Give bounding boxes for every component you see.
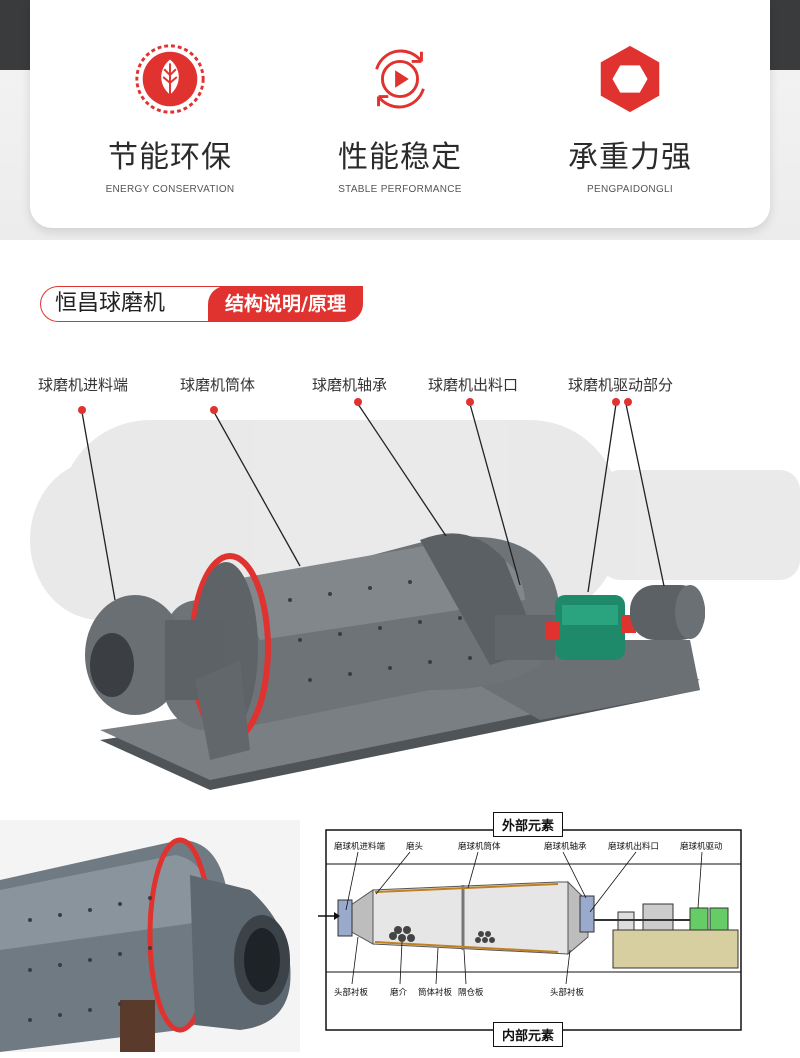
- feature-card: 节能环保 ENERGY CONSERVATION 性能稳定 STABLE PER…: [30, 0, 770, 228]
- schematic-diagram: 外部元素 内部元素 磨球机进料端 磨头 磨球机筒体 磨球机轴承 磨球机出料口 磨…: [318, 812, 788, 1052]
- inner-elements-title: 内部元素: [493, 1022, 564, 1047]
- callout-lines: [81, 403, 665, 601]
- schematic-label-outlet: 磨球机出料口: [608, 842, 660, 852]
- feature-subtitle: ENERGY CONSERVATION: [105, 184, 235, 195]
- feature-title: 承重力强: [568, 140, 692, 175]
- schematic-label-partition: 隔仓板: [458, 988, 484, 998]
- callout-bearing: 球磨机轴承: [312, 376, 388, 394]
- section-tag: 结构说明/原理: [208, 286, 363, 322]
- motor-end: [675, 585, 705, 639]
- feature-load: 承重力强 PENGPAIDONGLI: [520, 40, 740, 195]
- callout-feed-end: 球磨机进料端: [38, 376, 129, 394]
- leaf-icon: [135, 44, 205, 114]
- ball-mill-illustration: [30, 398, 800, 790]
- schematic-label-bearing: 磨球机轴承: [544, 842, 587, 852]
- callout-cylinder: 球磨机筒体: [180, 376, 256, 394]
- schematic-label-head-liner: 头部衬板: [334, 988, 369, 998]
- schematic-drawing: [318, 829, 742, 1031]
- hexagon-icon: [600, 45, 660, 113]
- feature-subtitle: STABLE PERFORMANCE: [338, 184, 462, 195]
- gear-reducer-top: [562, 605, 618, 625]
- schematic-label-drive: 磨球机驱动: [680, 842, 723, 852]
- feature-title: 性能稳定: [338, 140, 462, 175]
- feature-title: 节能环保: [108, 140, 232, 175]
- feed-inlet: [90, 633, 134, 697]
- outer-elements-title: 外部元素: [493, 812, 564, 837]
- play-cycle-icon: [375, 49, 425, 109]
- gear-reducer: [555, 595, 625, 660]
- callout-outlet: 球磨机出料口: [428, 376, 519, 394]
- schematic-label-shell-liner: 筒体衬板: [418, 988, 453, 998]
- schematic-label-feed: 磨球机进料端: [334, 842, 386, 852]
- section-name: 恒昌球磨机: [40, 286, 240, 322]
- feature-energy: 节能环保 ENERGY CONSERVATION: [60, 40, 280, 195]
- callout-drive: 球磨机驱动部分: [568, 376, 674, 394]
- section-heading: 恒昌球磨机 结构说明/原理: [40, 286, 363, 322]
- schematic-label-media: 磨介: [390, 988, 408, 998]
- schematic-label-cylinder: 磨球机筒体: [458, 842, 501, 852]
- schematic-label-head-liner-2: 头部衬板: [550, 988, 585, 998]
- coupling: [545, 622, 559, 640]
- feature-subtitle: PENGPAIDONGLI: [587, 184, 673, 195]
- feed-support: [195, 660, 250, 760]
- callout-dots: [78, 398, 632, 414]
- feature-stable: 性能稳定 STABLE PERFORMANCE: [290, 40, 510, 195]
- schematic-label-head: 磨头: [406, 842, 424, 852]
- mill-photo: [0, 820, 300, 1052]
